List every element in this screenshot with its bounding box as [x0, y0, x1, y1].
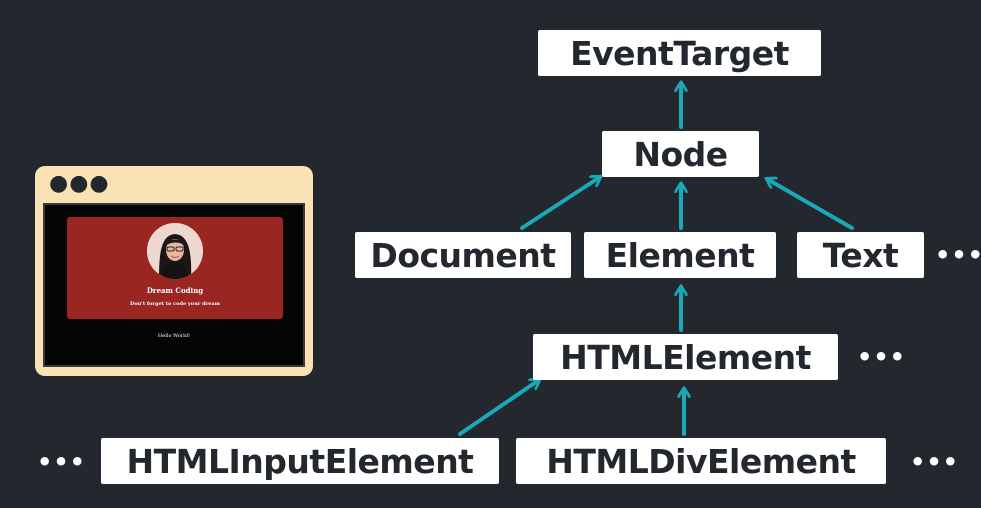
ellipsis-right-subclasses: •••: [910, 448, 960, 476]
card-subtitle: Don't forget to code your dream: [129, 301, 220, 307]
avatar-portrait-image: [147, 223, 203, 279]
arrow-document-to-node: [520, 177, 600, 230]
arrow-htmlinputelement-to-htmlelement: [458, 380, 539, 436]
node-element: Element: [584, 232, 776, 278]
profile-card: Dream Coding Don't forget to code your d…: [67, 217, 283, 319]
hello-text: Hello World!: [157, 333, 191, 339]
window-control-dots: ●●●: [49, 171, 110, 196]
ellipsis-htmlelement-siblings: •••: [857, 343, 907, 371]
node-htmldivelement: HTMLDivElement: [516, 438, 886, 484]
browser-viewport: Dream Coding Don't forget to code your d…: [43, 203, 305, 367]
node-document: Document: [355, 232, 571, 278]
ellipsis-left-subclasses: •••: [37, 448, 87, 476]
node-htmlelement: HTMLElement: [533, 334, 838, 380]
node-htmlinputelement: HTMLInputElement: [101, 438, 499, 484]
arrow-text-to-node: [767, 179, 854, 230]
node-text: Text: [797, 232, 924, 278]
node-node: Node: [602, 131, 759, 177]
node-eventtarget: EventTarget: [538, 30, 821, 76]
browser-window-illustration: ●●● Dream Coding Don't forge: [35, 166, 313, 376]
avatar: [147, 223, 203, 279]
card-title: Dream Coding: [146, 286, 204, 295]
ellipsis-text-siblings: •••: [935, 241, 981, 269]
